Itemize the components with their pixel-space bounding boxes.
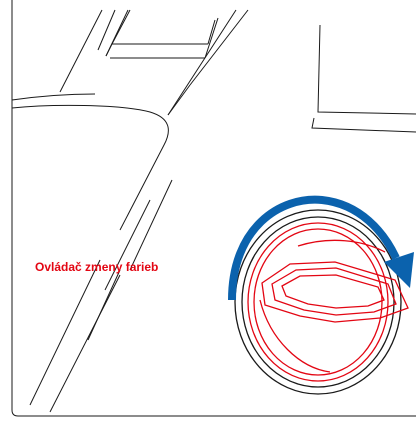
rotation-arrow [228, 195, 414, 301]
frame-left-edge [11, 0, 416, 417]
rotation-arrowhead [384, 252, 414, 288]
lower-rails [29, 179, 173, 413]
color-change-knob-label: Ovládač zmeny farieb [35, 260, 159, 274]
curved-shelf [11, 93, 169, 231]
knob-rings [234, 209, 402, 395]
top-slot [97, 9, 219, 59]
right-panel [311, 24, 416, 133]
curved-rotation-arrow-icon [228, 195, 400, 301]
color-change-knob [247, 222, 409, 382]
diagonal-rails [59, 9, 249, 116]
